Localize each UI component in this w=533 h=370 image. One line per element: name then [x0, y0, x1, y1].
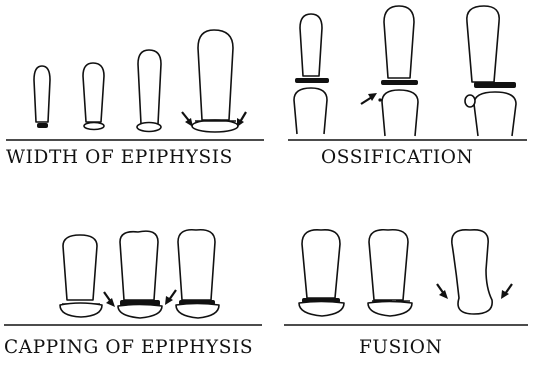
epiphysis-plate: [37, 123, 48, 128]
sesamoid-bone: [465, 95, 475, 107]
panel-width-of-epiphysis: [6, 30, 264, 140]
panel-capping-of-epiphysis: [4, 230, 262, 325]
bone-shaft: [120, 231, 158, 300]
epiphysis-cap: [299, 302, 344, 317]
epiphysis-plate: [381, 80, 418, 85]
fused-bone: [452, 230, 492, 314]
epiphysis-cap: [176, 304, 219, 319]
bone-shaft: [83, 63, 104, 122]
bone-shaft: [302, 230, 340, 298]
bone-shaft: [300, 14, 322, 76]
epiphysis-plate: [474, 82, 516, 88]
bone-shaft: [138, 50, 161, 124]
bone-shaft: [369, 230, 408, 300]
bone-shaft: [34, 66, 50, 122]
panel-ossification: [288, 6, 527, 140]
epiphysis-cap: [118, 305, 162, 319]
caption-capping-of-epiphysis: CAPPING OF EPIPHYSIS: [4, 337, 253, 358]
epiphysis-cap: [60, 303, 102, 317]
caption-width-of-epiphysis: WIDTH OF EPIPHYSIS: [6, 147, 233, 168]
caption-ossification: OSSIFICATION: [321, 147, 473, 168]
panel-fusion: [284, 230, 528, 325]
lower-bone: [382, 90, 418, 136]
epiphysis-plate: [84, 123, 104, 130]
epiphysis-plate: [137, 123, 161, 132]
bone-shaft: [198, 30, 233, 120]
lower-bone: [474, 92, 516, 136]
arrow-head: [185, 118, 193, 127]
bone-shaft: [178, 230, 215, 300]
arrow-head: [439, 290, 448, 299]
arrow-head: [106, 298, 115, 307]
ossification-dot: [378, 98, 381, 101]
bone-shaft: [384, 6, 414, 78]
epiphysis-plate: [192, 120, 238, 132]
caption-fusion: FUSION: [359, 337, 442, 358]
epiphysis-plate: [295, 78, 329, 83]
epiphysis-cap: [368, 302, 412, 317]
bone-shaft: [467, 6, 499, 82]
lower-bone: [294, 88, 327, 134]
bone-shaft: [63, 235, 97, 300]
